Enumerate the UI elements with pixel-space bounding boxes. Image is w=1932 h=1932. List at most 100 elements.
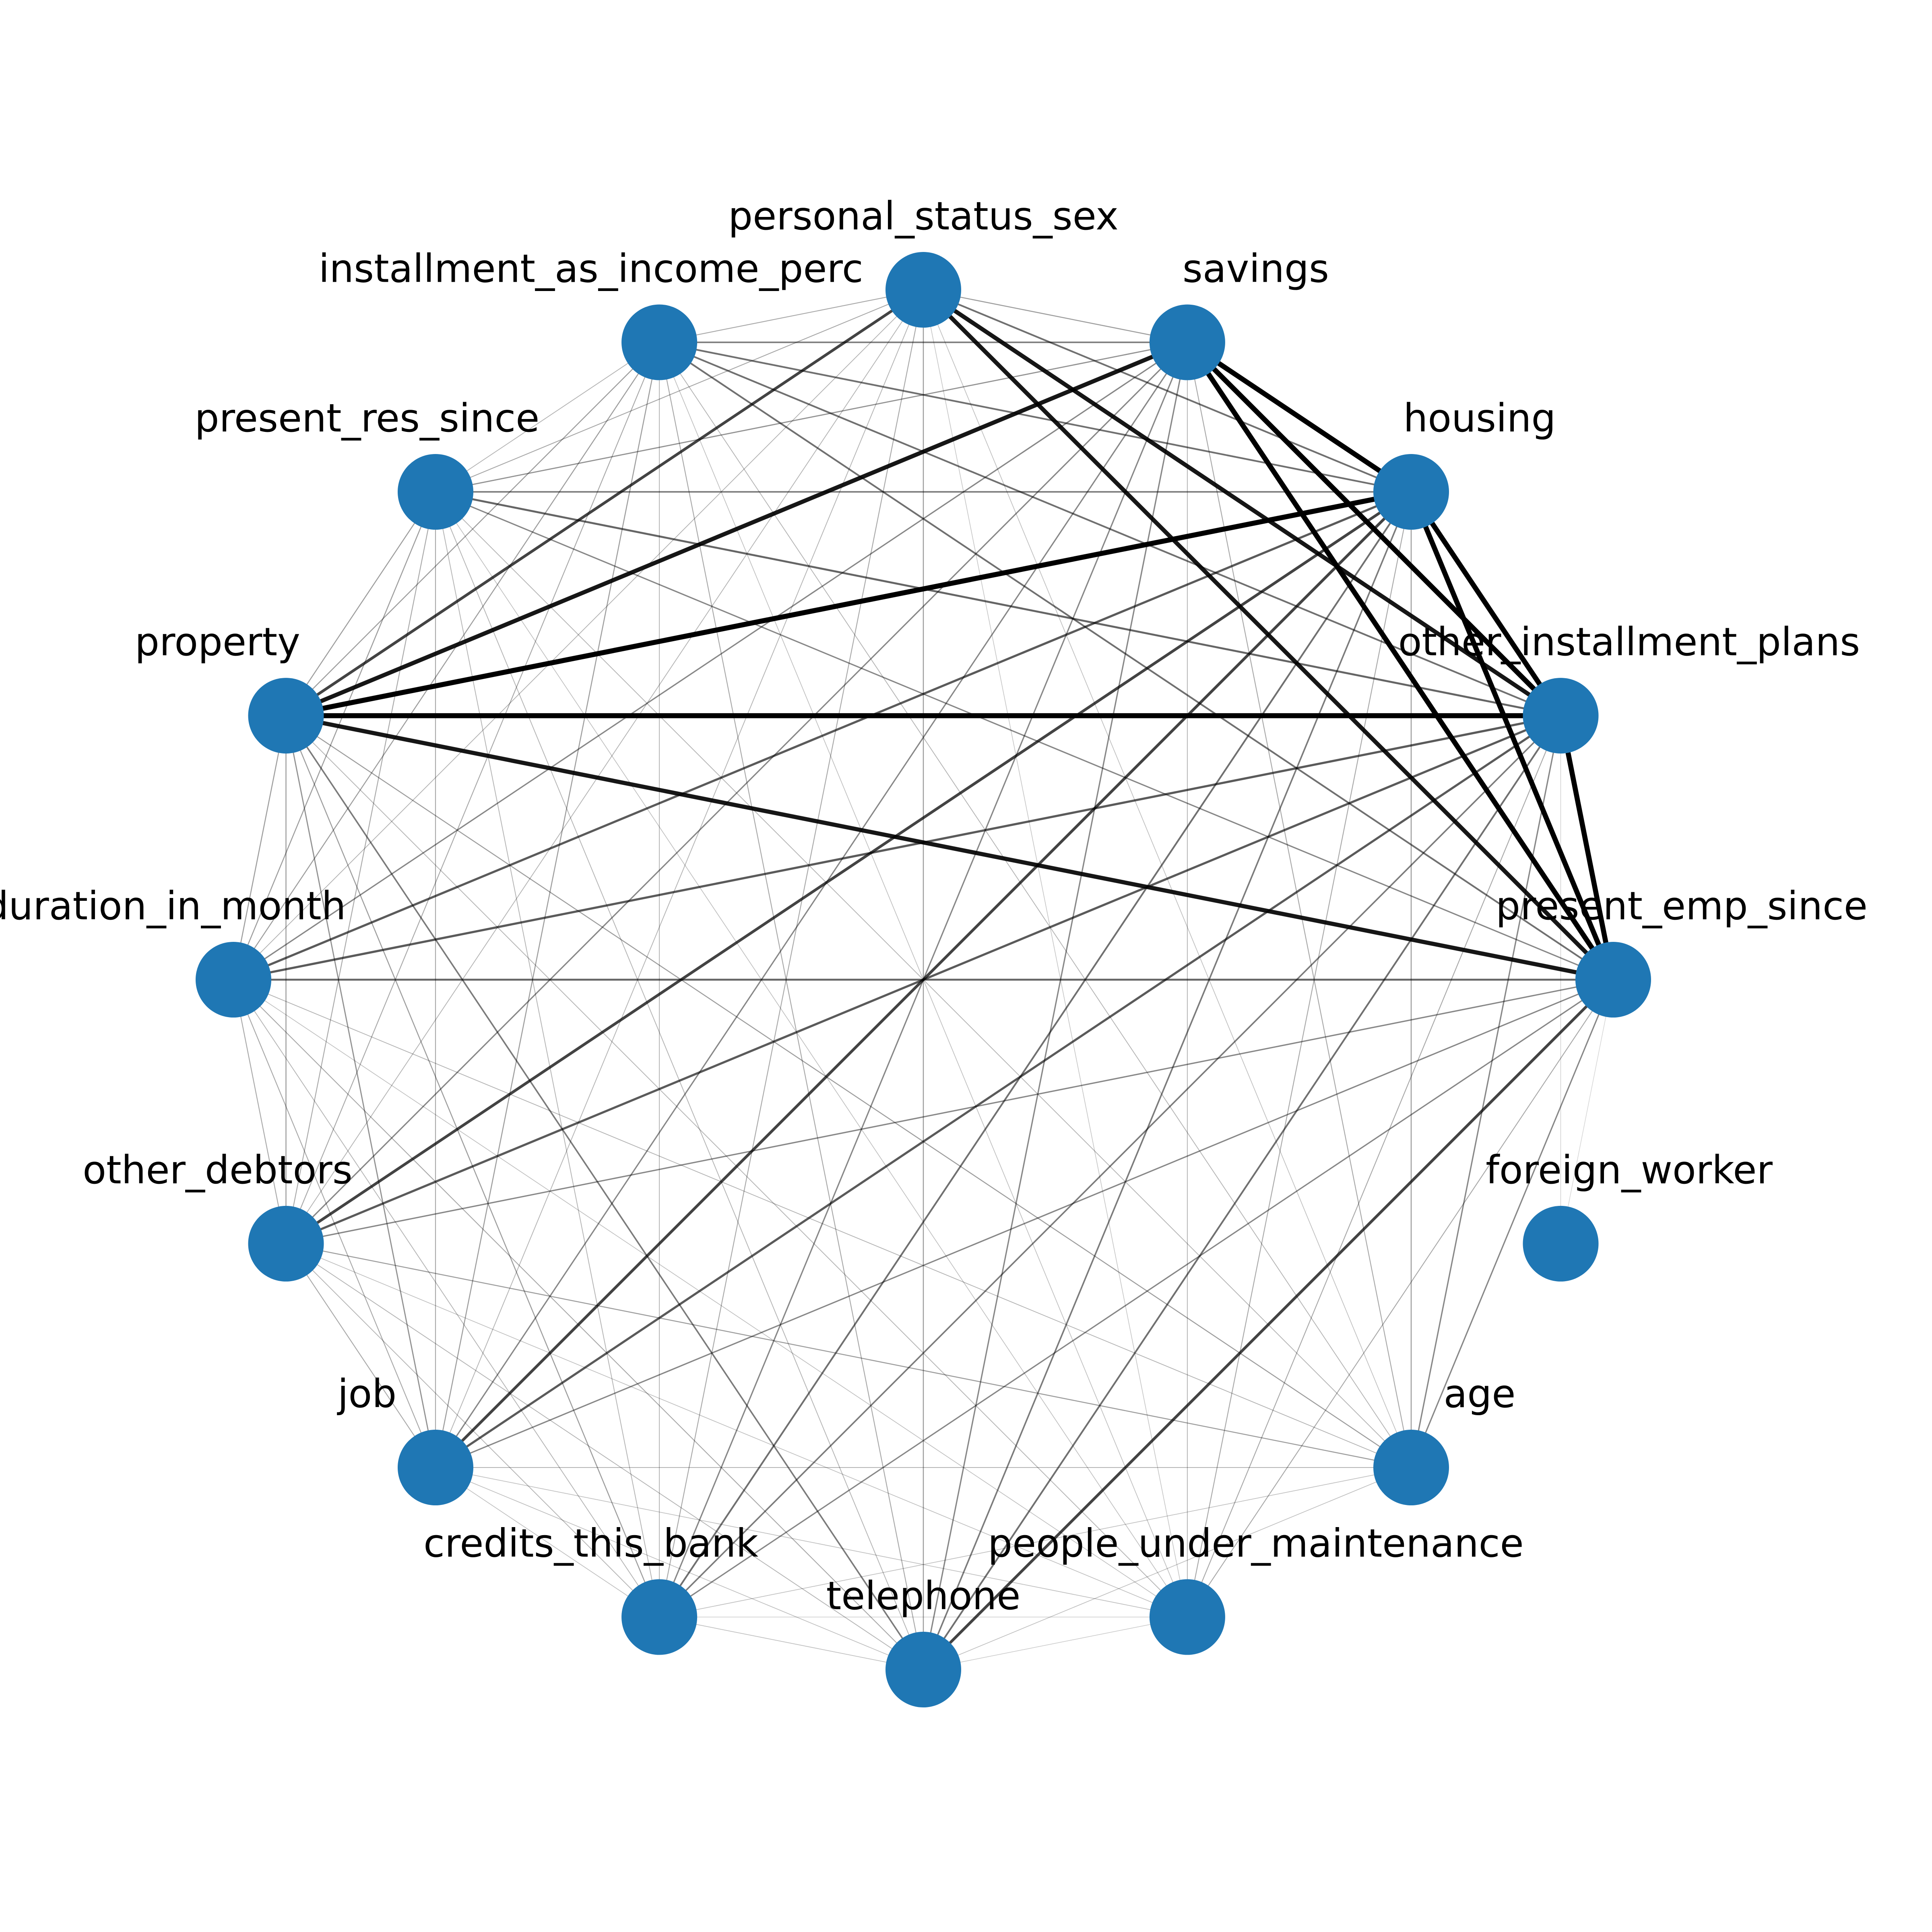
edge-savings-duration_in_month <box>233 342 1188 980</box>
node-label-duration_in_month: duration_in_month <box>0 883 346 929</box>
node-label-credits_this_bank: credits_this_bank <box>423 1521 758 1566</box>
node-label-installment_as_income_perc: installment_as_income_perc <box>319 246 863 291</box>
edge-age-duration_in_month <box>233 979 1412 1468</box>
edge-job-other_debtors <box>285 1243 436 1468</box>
edge-age-telephone <box>923 1467 1412 1670</box>
node-label-savings: savings <box>1183 246 1329 291</box>
edge-savings-present_emp_since <box>1185 341 1616 981</box>
edge-telephone-property <box>285 715 924 1670</box>
node-telephone[interactable] <box>886 1632 961 1707</box>
node-label-other_debtors: other_debtors <box>83 1148 353 1193</box>
edge-present_emp_since-installment_as_income_perc <box>658 341 1614 980</box>
edge-job-installment_as_income_perc <box>435 342 660 1468</box>
node-personal_status_sex[interactable] <box>886 252 961 328</box>
node-duration_in_month[interactable] <box>196 942 271 1018</box>
edge-savings-housing <box>1186 340 1413 494</box>
edge-housing-credits_this_bank <box>658 491 1412 1618</box>
edge-personal_status_sex-other_installment_plans <box>922 288 1562 718</box>
edge-job-property <box>285 715 436 1468</box>
edge-other_debtors-duration_in_month <box>233 979 287 1244</box>
edge-credits_this_bank-other_debtors <box>285 1243 660 1618</box>
edge-other_installment_plans-job <box>435 714 1562 1469</box>
edge-personal_status_sex-savings <box>923 289 1188 343</box>
node-age[interactable] <box>1373 1430 1449 1505</box>
node-label-job: job <box>337 1371 396 1416</box>
edge-people_under_maintenance-telephone <box>923 1616 1188 1670</box>
edge-people_under_maintenance-present_res_since <box>435 491 1188 1617</box>
node-label-property: property <box>135 619 300 665</box>
node-housing[interactable] <box>1373 454 1449 530</box>
edge-personal_status_sex-property <box>285 289 924 717</box>
edge-telephone-installment_as_income_perc <box>659 342 924 1670</box>
edge-personal_status_sex-credits_this_bank <box>659 289 924 1617</box>
label-layer: personal_status_sexsavingshousingother_i… <box>0 194 1868 1618</box>
edge-present_emp_since-present_res_since <box>435 491 1614 980</box>
node-people_under_maintenance[interactable] <box>1149 1579 1225 1655</box>
edge-telephone-job <box>435 1467 924 1670</box>
node-job[interactable] <box>398 1430 473 1505</box>
edge-other_installment_plans-present_res_since <box>435 491 1561 717</box>
edge-telephone-present_res_since <box>435 491 924 1670</box>
edge-savings-job <box>435 342 1188 1468</box>
edge-housing-installment_as_income_perc <box>659 341 1412 493</box>
edge-present_emp_since-credits_this_bank <box>659 979 1614 1618</box>
edge-telephone-credits_this_bank <box>659 1616 924 1670</box>
edge-people_under_maintenance-installment_as_income_perc <box>659 342 1188 1617</box>
node-label-age: age <box>1444 1371 1516 1416</box>
edge-people_under_maintenance-job <box>435 1467 1188 1618</box>
edge-other_installment_plans-telephone <box>923 715 1562 1670</box>
edge-present_emp_since-other_debtors <box>286 979 1614 1245</box>
edge-personal_status_sex-present_res_since <box>435 289 924 493</box>
node-other_debtors[interactable] <box>248 1205 324 1282</box>
edge-credits_this_bank-property <box>285 715 660 1617</box>
edge-savings-present_res_since <box>435 342 1188 493</box>
edge-other_debtors-installment_as_income_perc <box>285 342 660 1244</box>
edge-other_installment_plans-credits_this_bank <box>658 715 1561 1618</box>
edge-credits_this_bank-duration_in_month <box>233 979 660 1618</box>
edge-telephone-duration_in_month <box>233 979 924 1670</box>
edge-personal_status_sex-installment_as_income_perc <box>659 289 924 343</box>
edge-people_under_maintenance-other_debtors <box>286 1243 1188 1618</box>
edge-duration_in_month-property <box>233 715 287 980</box>
edge-other_installment_plans-people_under_maintenance <box>1187 715 1561 1617</box>
edge-people_under_maintenance-duration_in_month <box>233 979 1188 1618</box>
edge-telephone-other_debtors <box>285 1243 924 1670</box>
edge-present_emp_since-foreign_worker <box>1560 979 1614 1244</box>
edge-age-present_res_since <box>435 491 1412 1468</box>
edge-present_emp_since-job <box>435 979 1614 1468</box>
node-property[interactable] <box>248 678 324 754</box>
edge-age-property <box>285 715 1412 1468</box>
edge-job-duration_in_month <box>233 979 436 1468</box>
node-present_emp_since[interactable] <box>1575 942 1651 1018</box>
node-foreign_worker[interactable] <box>1523 1205 1599 1282</box>
edge-other_debtors-present_res_since <box>285 491 436 1244</box>
edge-age-other_debtors <box>286 1243 1412 1468</box>
node-credits_this_bank[interactable] <box>621 1579 698 1655</box>
node-installment_as_income_perc[interactable] <box>621 304 698 380</box>
edge-age-installment_as_income_perc <box>659 342 1412 1468</box>
edge-people_under_maintenance-property <box>285 715 1188 1618</box>
edge-savings-telephone <box>923 342 1188 1670</box>
edge-other_installment_plans-duration_in_month <box>233 714 1561 981</box>
edge-credits_this_bank-present_res_since <box>435 491 660 1617</box>
edge-other_installment_plans-age <box>1410 715 1562 1468</box>
edge-duration_in_month-present_res_since <box>233 491 436 980</box>
edge-other_installment_plans-present_emp_since <box>1558 715 1616 980</box>
node-savings[interactable] <box>1149 304 1225 380</box>
node-label-people_under_maintenance: people_under_maintenance <box>988 1521 1523 1566</box>
edge-present_emp_since-people_under_maintenance <box>1187 979 1614 1618</box>
node-other_installment_plans[interactable] <box>1523 678 1599 754</box>
node-layer <box>196 252 1651 1707</box>
edge-housing-other_installment_plans <box>1409 490 1563 717</box>
node-label-other_installment_plans: other_installment_plans <box>1398 619 1860 665</box>
edge-property-present_res_since <box>285 491 436 716</box>
edge-present_emp_since-age <box>1410 979 1614 1468</box>
edge-present_res_since-installment_as_income_perc <box>435 342 660 492</box>
node-label-personal_status_sex: personal_status_sex <box>728 194 1119 239</box>
edge-age-credits_this_bank <box>659 1467 1412 1618</box>
node-present_res_since[interactable] <box>398 454 473 530</box>
edge-present_emp_since-property <box>285 713 1614 982</box>
edge-credits_this_bank-job <box>435 1467 660 1618</box>
edge-layer <box>233 288 1616 1671</box>
